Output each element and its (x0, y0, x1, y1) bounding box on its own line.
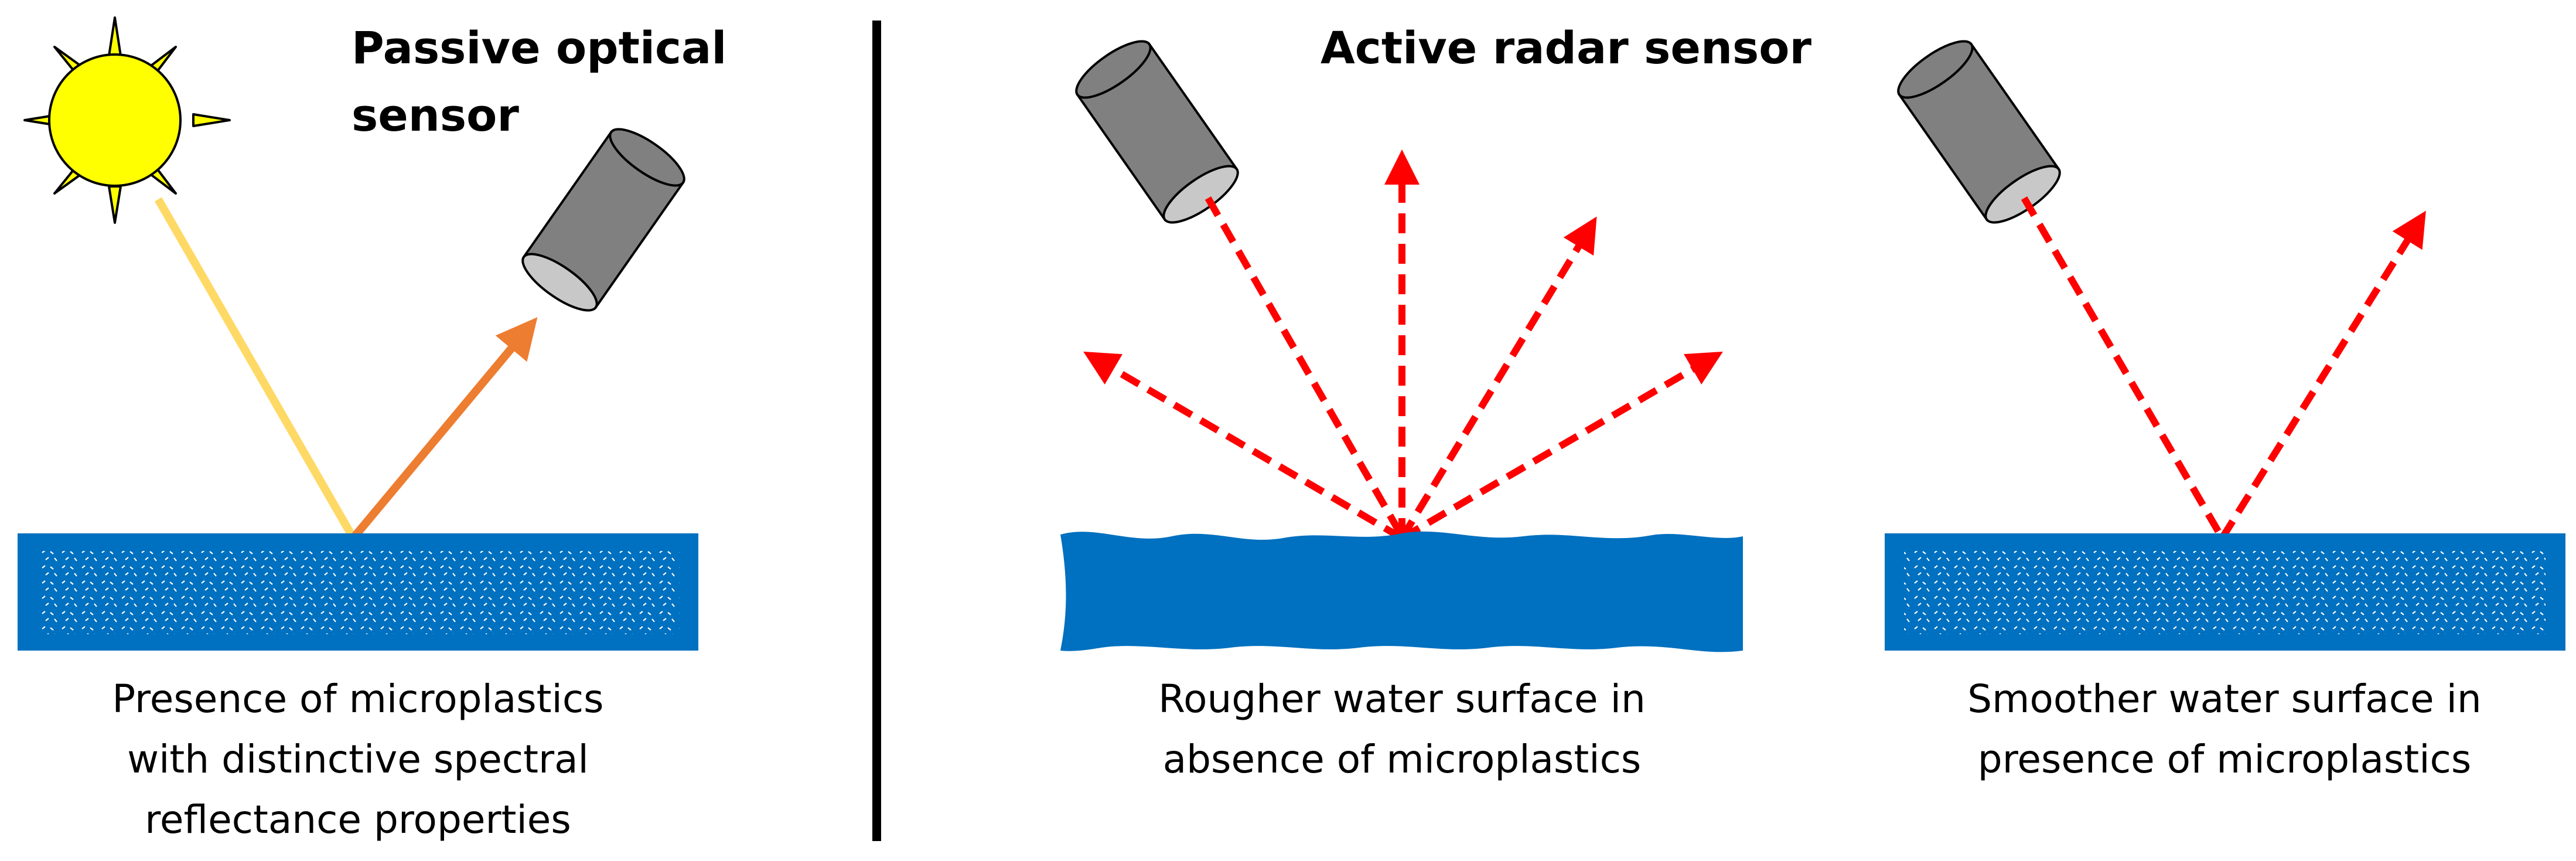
passive-caption-line3: reflectance properties (145, 797, 571, 842)
smooth-caption-line2: presence of microplastics (1978, 737, 2471, 782)
optical-sensor-icon (521, 128, 685, 312)
smooth-caption-line1: Smoother water surface in (1967, 676, 2481, 722)
rough-caption-line2: absence of microplastics (1163, 737, 1642, 782)
passive-caption-line1: Presence of microplastics (112, 676, 603, 722)
radar-sensor-icon-smooth (1897, 40, 2061, 224)
radar-sensor-icon (1075, 40, 1239, 224)
rough-water-surface (1060, 531, 1743, 652)
active-title: Active radar sensor (1321, 22, 1812, 74)
rough-caption-line1: Rougher water surface in (1158, 676, 1646, 722)
passive-title-line1: Passive optical (352, 22, 726, 74)
sun-ray (154, 197, 357, 540)
water-microplastics-active (1885, 533, 2565, 651)
radar-specular-beams (2021, 196, 2426, 540)
radar-incident-beam-rough (1205, 196, 1405, 538)
panel-divider (872, 21, 881, 841)
passive-title-line2: sensor (352, 89, 519, 141)
reflected-ray (350, 317, 538, 541)
passive-caption-line2: with distinctive spectral (127, 737, 589, 782)
sun-icon (23, 16, 231, 224)
radar-scattered-beams (1083, 149, 1723, 542)
water-microplastics-passive (18, 533, 698, 651)
